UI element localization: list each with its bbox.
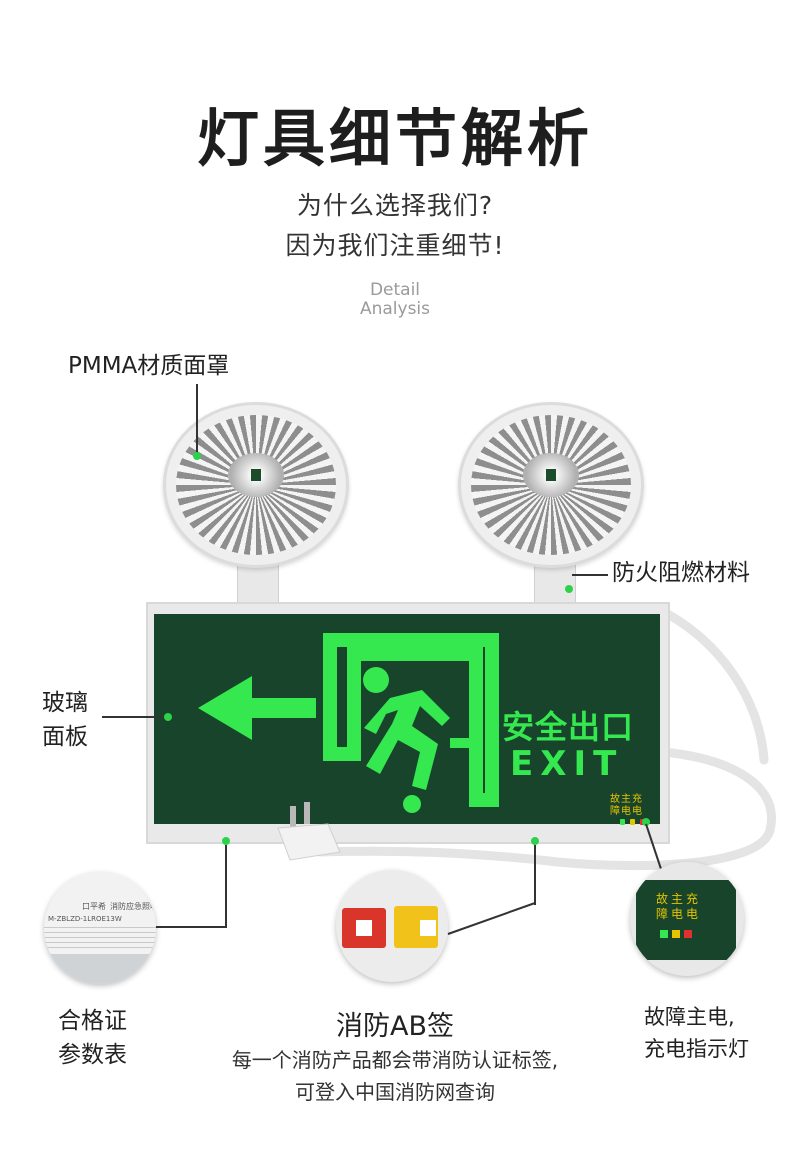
glass-label-2: 面板 (42, 724, 88, 750)
subtitle-line-1: 为什么选择我们? (296, 191, 494, 220)
ab-desc-2: 可登入中国消防网查询 (295, 1080, 495, 1104)
indicator-label-row1: 故主充 (610, 794, 643, 805)
indicator-closeup: 故主充 障电电 (630, 862, 744, 976)
fault-led-icon (660, 930, 668, 938)
qr-code-icon (356, 920, 372, 936)
exit-text-chinese: 安全出口 (502, 708, 635, 746)
ab-label-closeup (336, 870, 448, 982)
fault-led-icon (620, 819, 625, 825)
indicator-marker (642, 818, 650, 826)
exit-text-english: EXIT (510, 744, 624, 784)
page-title: 灯具细节解析 (196, 102, 593, 175)
fireproof-label: 防火阻燃材料 (612, 560, 750, 586)
ab-marker (531, 837, 539, 845)
subtitle-line-2: 因为我们注重细节! (285, 231, 505, 260)
led-icon (251, 469, 261, 481)
cert-label-1: 合格证 (58, 1008, 127, 1034)
glass-panel: 安全出口 EXIT 故主充 障电电 (154, 614, 660, 825)
indicator-label-2: 充电指示灯 (644, 1037, 749, 1061)
qr-code-icon (420, 920, 436, 936)
indicator-label-1: 故障主电, (644, 1005, 735, 1029)
pmma-label: PMMA材质面罩 (68, 353, 230, 379)
indicator-label-row2: 障电电 (610, 806, 643, 817)
english-subtitle-2: Analysis (359, 299, 431, 319)
english-subtitle-1: Detail (369, 280, 421, 300)
right-light-head (458, 402, 644, 568)
cert-label-2: 参数表 (58, 1042, 127, 1068)
main-power-led-icon (672, 930, 680, 938)
exit-pictogram (198, 633, 499, 813)
glass-marker (164, 713, 172, 721)
main-power-led-icon (630, 819, 635, 825)
glass-label-1: 玻璃 (42, 690, 88, 716)
running-man-icon (363, 667, 472, 813)
led-icon (546, 469, 556, 481)
exit-sign-box: 安全出口 EXIT 故主充 障电电 (146, 602, 670, 844)
cert-marker (222, 837, 230, 845)
ab-desc-1: 每一个消防产品都会带消防认证标签, (231, 1048, 559, 1072)
left-light-head (163, 402, 349, 568)
arrow-left-icon (198, 676, 316, 740)
certificate-closeup: 口平希 消防应急照明 M-ZBLZD-1LROE13W (44, 872, 156, 984)
fireproof-marker (565, 585, 573, 593)
power-plug-icon (277, 802, 341, 861)
pmma-marker (193, 452, 201, 460)
ab-title: 消防AB签 (336, 1011, 454, 1042)
charge-led-icon (684, 930, 692, 938)
